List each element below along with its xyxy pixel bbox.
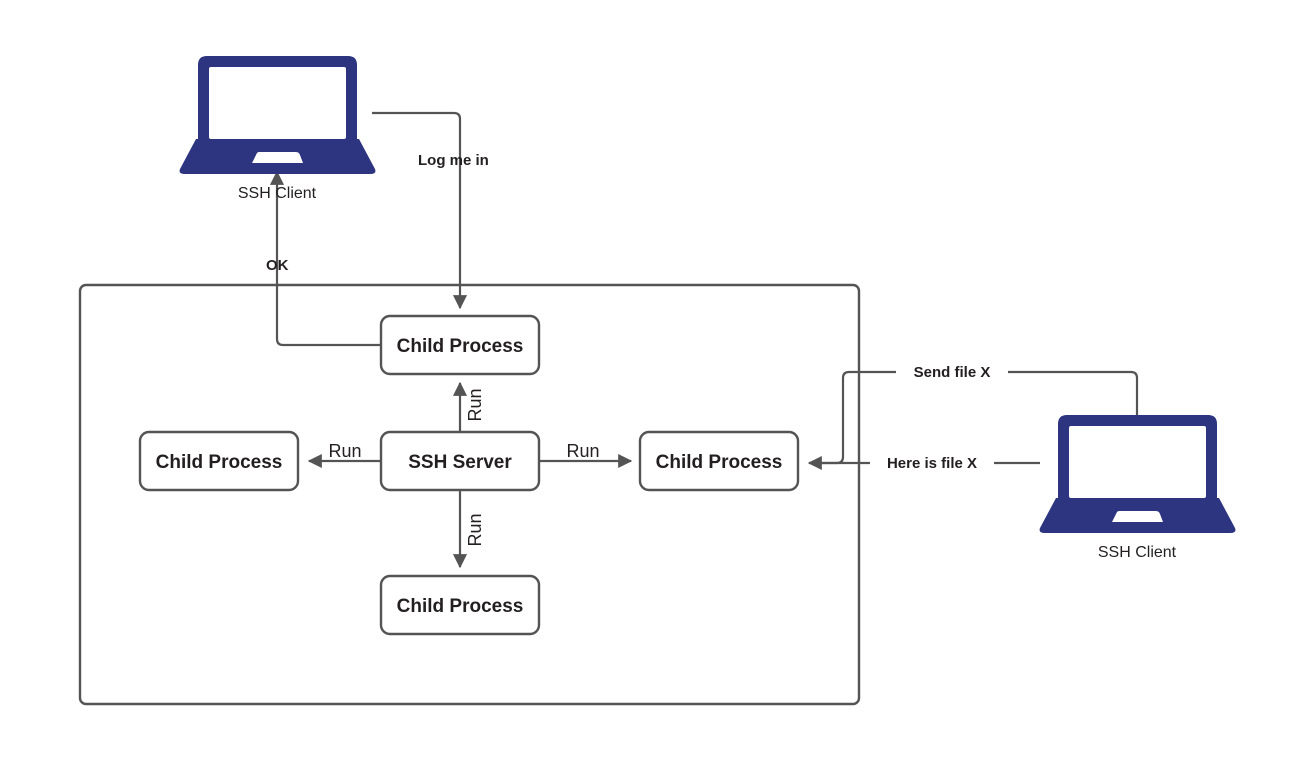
edge-login-request [372,111,468,310]
client-top-label: SSH Client [238,185,317,202]
device-client-right[interactable]: SSH Client [1039,415,1236,561]
node-child-left[interactable]: Child Process [138,430,300,492]
laptop-icon [179,56,376,174]
child-right-box[interactable] [638,430,800,492]
edge-label-login-ok: OK [266,257,289,274]
edge-label-run-down: Run [465,513,485,546]
child-bottom-box[interactable] [379,574,541,636]
edge-label-here-is-file: Here is file X [887,455,977,472]
ssh-server-label: SSH Server [408,452,512,473]
ssh-server-box[interactable] [379,430,541,492]
laptop-icon [1039,415,1236,533]
label-knockout-send-file [896,361,1008,381]
edge-label-run-up: Run [465,388,485,421]
node-child-right[interactable]: Child Process [638,430,800,492]
node-ssh-server[interactable]: SSH Server [379,430,541,492]
child-left-box[interactable] [138,430,300,492]
child-top-label: Child Process [397,336,524,357]
client-right-label: SSH Client [1098,544,1177,561]
child-left-label: Child Process [156,452,283,473]
device-client-top[interactable]: SSH Client [179,56,376,202]
edge-login-ok [269,170,381,347]
edge-label-run-right: Run [566,441,599,461]
node-child-top[interactable]: Child Process [379,314,541,376]
edge-send-file [812,370,1139,465]
child-bottom-label: Child Process [397,596,524,617]
child-top-box[interactable] [379,314,541,376]
edge-label-send-file: Send file X [914,364,991,381]
ssh-host-container [78,283,861,706]
node-child-bottom[interactable]: Child Process [379,574,541,636]
edge-label-run-left: Run [328,441,361,461]
child-right-label: Child Process [656,452,783,473]
label-knockout-here-is-file [870,452,994,472]
edge-label-login-request: Log me in [418,152,489,169]
